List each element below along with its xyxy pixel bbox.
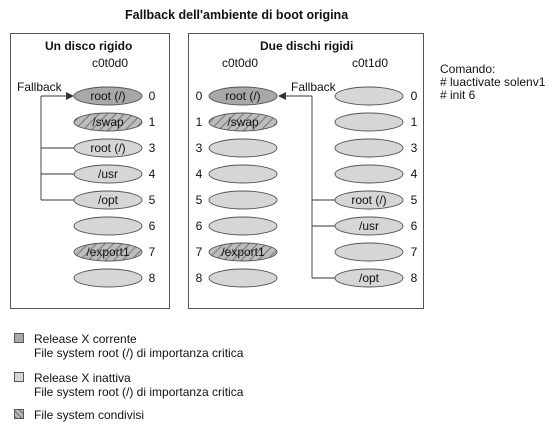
second-disk-slice-7 [334, 242, 404, 262]
one-disk-device-label: c0t0d0 [92, 56, 129, 70]
one-disk-slice-0 [73, 86, 143, 106]
second-disk-slice-3 [334, 138, 404, 158]
two-disk-panel [188, 33, 424, 309]
one-disk-slice-1-label: /swap [92, 115, 124, 129]
first-disk-slice-number-7: 7 [196, 245, 203, 259]
disk-stacks: root (/) 0/swap 1 root (/) 3/usr 4/opt 5 6/expo… [73, 86, 418, 288]
first-disk-slice-1 [208, 112, 278, 132]
one-disk-slice-8 [73, 268, 143, 288]
second-disk-slice-number-4: 4 [411, 167, 418, 181]
first-disk-slice-number-8: 8 [196, 271, 203, 285]
one-disk-slice-number-6: 6 [149, 219, 156, 233]
second-disk-slice-number-3: 3 [411, 141, 418, 155]
first-disk-slice-number-5: 5 [196, 193, 203, 207]
second-disk-slice-number-5: 5 [411, 193, 418, 207]
second-disk-slice-number-0: 0 [411, 89, 418, 103]
first-disk-slice-number-6: 6 [196, 219, 203, 233]
legend-inactive-line1: Release X inattiva [34, 371, 131, 385]
legend-current-line2: File system root (/) di importanza criti… [34, 346, 244, 360]
legend-swatch-current [14, 333, 24, 343]
two-disk-fallback-label: Fallback [291, 80, 336, 94]
one-disk-slice-3-label: root (/) [90, 141, 125, 155]
second-disk-slice-number-1: 1 [411, 115, 418, 129]
first-disk-slice-number-4: 4 [196, 167, 203, 181]
one-disk-slice-number-1: 1 [149, 115, 156, 129]
diagram-title: Fallback dell'ambiente di boot origina [125, 8, 349, 22]
first-disk-device-label: c0t0d0 [222, 56, 259, 70]
first-disk-slice-3 [208, 138, 278, 158]
one-disk-slice-number-3: 3 [149, 141, 156, 155]
first-disk-slice-7 [208, 242, 278, 262]
second-disk-slice-6-label: /usr [359, 219, 379, 233]
one-disk-slice-number-4: 4 [149, 167, 156, 181]
one-disk-slice-5 [73, 190, 143, 210]
first-disk-slice-number-0: 0 [196, 89, 203, 103]
one-disk-heading: Un disco rigido [45, 39, 133, 53]
command-line-init: # init 6 [440, 88, 476, 102]
first-disk-slice-0-label: root (/) [225, 89, 260, 103]
one-disk-slice-1 [73, 112, 143, 132]
second-disk-slice-8-label: /opt [359, 271, 380, 285]
one-disk-slice-7-label: /export1 [86, 245, 130, 259]
one-disk-slice-3 [73, 138, 143, 158]
command-line-luactivate: # luactivate solenv1 [440, 75, 546, 89]
first-disk-slice-number-3: 3 [196, 141, 203, 155]
first-disk-slice-1-label: /swap [227, 115, 259, 129]
first-disk-slice-6 [208, 216, 278, 236]
one-disk-slice-number-0: 0 [149, 89, 156, 103]
legend-current-line1: Release X corrente [34, 332, 137, 346]
second-disk-slice-8 [334, 268, 404, 288]
second-disk-slice-number-7: 7 [411, 245, 418, 259]
legend-shared-line1: File system condivisi [34, 408, 145, 422]
second-disk-device-label: c0t1d0 [352, 56, 389, 70]
one-disk-panel [10, 33, 170, 309]
one-disk-fallback-label: Fallback [17, 80, 62, 94]
one-disk-slice-0-label: root (/) [90, 89, 125, 103]
one-disk-slice-4 [73, 164, 143, 184]
first-disk-slice-4 [208, 164, 278, 184]
second-disk-slice-number-8: 8 [411, 271, 418, 285]
connector-lines [40, 92, 335, 279]
one-disk-slice-number-7: 7 [149, 245, 156, 259]
command-heading: Comando: [440, 62, 496, 76]
second-disk-slice-6 [334, 216, 404, 236]
first-disk-slice-5 [208, 190, 278, 210]
first-disk-slice-0 [208, 86, 278, 106]
first-disk-slice-7-label: /export1 [221, 245, 265, 259]
one-disk-slice-4-label: /usr [98, 167, 118, 181]
second-disk-slice-number-6: 6 [411, 219, 418, 233]
legend-swatch-shared [14, 409, 24, 419]
second-disk-slice-0 [334, 86, 404, 106]
one-disk-slice-number-5: 5 [149, 193, 156, 207]
first-disk-slice-number-1: 1 [196, 115, 203, 129]
first-disk-slice-8 [208, 268, 278, 288]
second-disk-slice-5 [334, 190, 404, 210]
one-disk-slice-number-8: 8 [149, 271, 156, 285]
legend-inactive-line2: File system root (/) di importanza criti… [34, 385, 244, 399]
second-disk-slice-1 [334, 112, 404, 132]
two-disk-heading: Due dischi rigidi [260, 39, 354, 53]
one-disk-slice-7 [73, 242, 143, 262]
one-disk-slice-5-label: /opt [98, 193, 119, 207]
second-disk-slice-4 [334, 164, 404, 184]
one-disk-slice-6 [73, 216, 143, 236]
second-disk-slice-5-label: root (/) [351, 193, 386, 207]
legend-swatch-inactive [14, 372, 24, 382]
